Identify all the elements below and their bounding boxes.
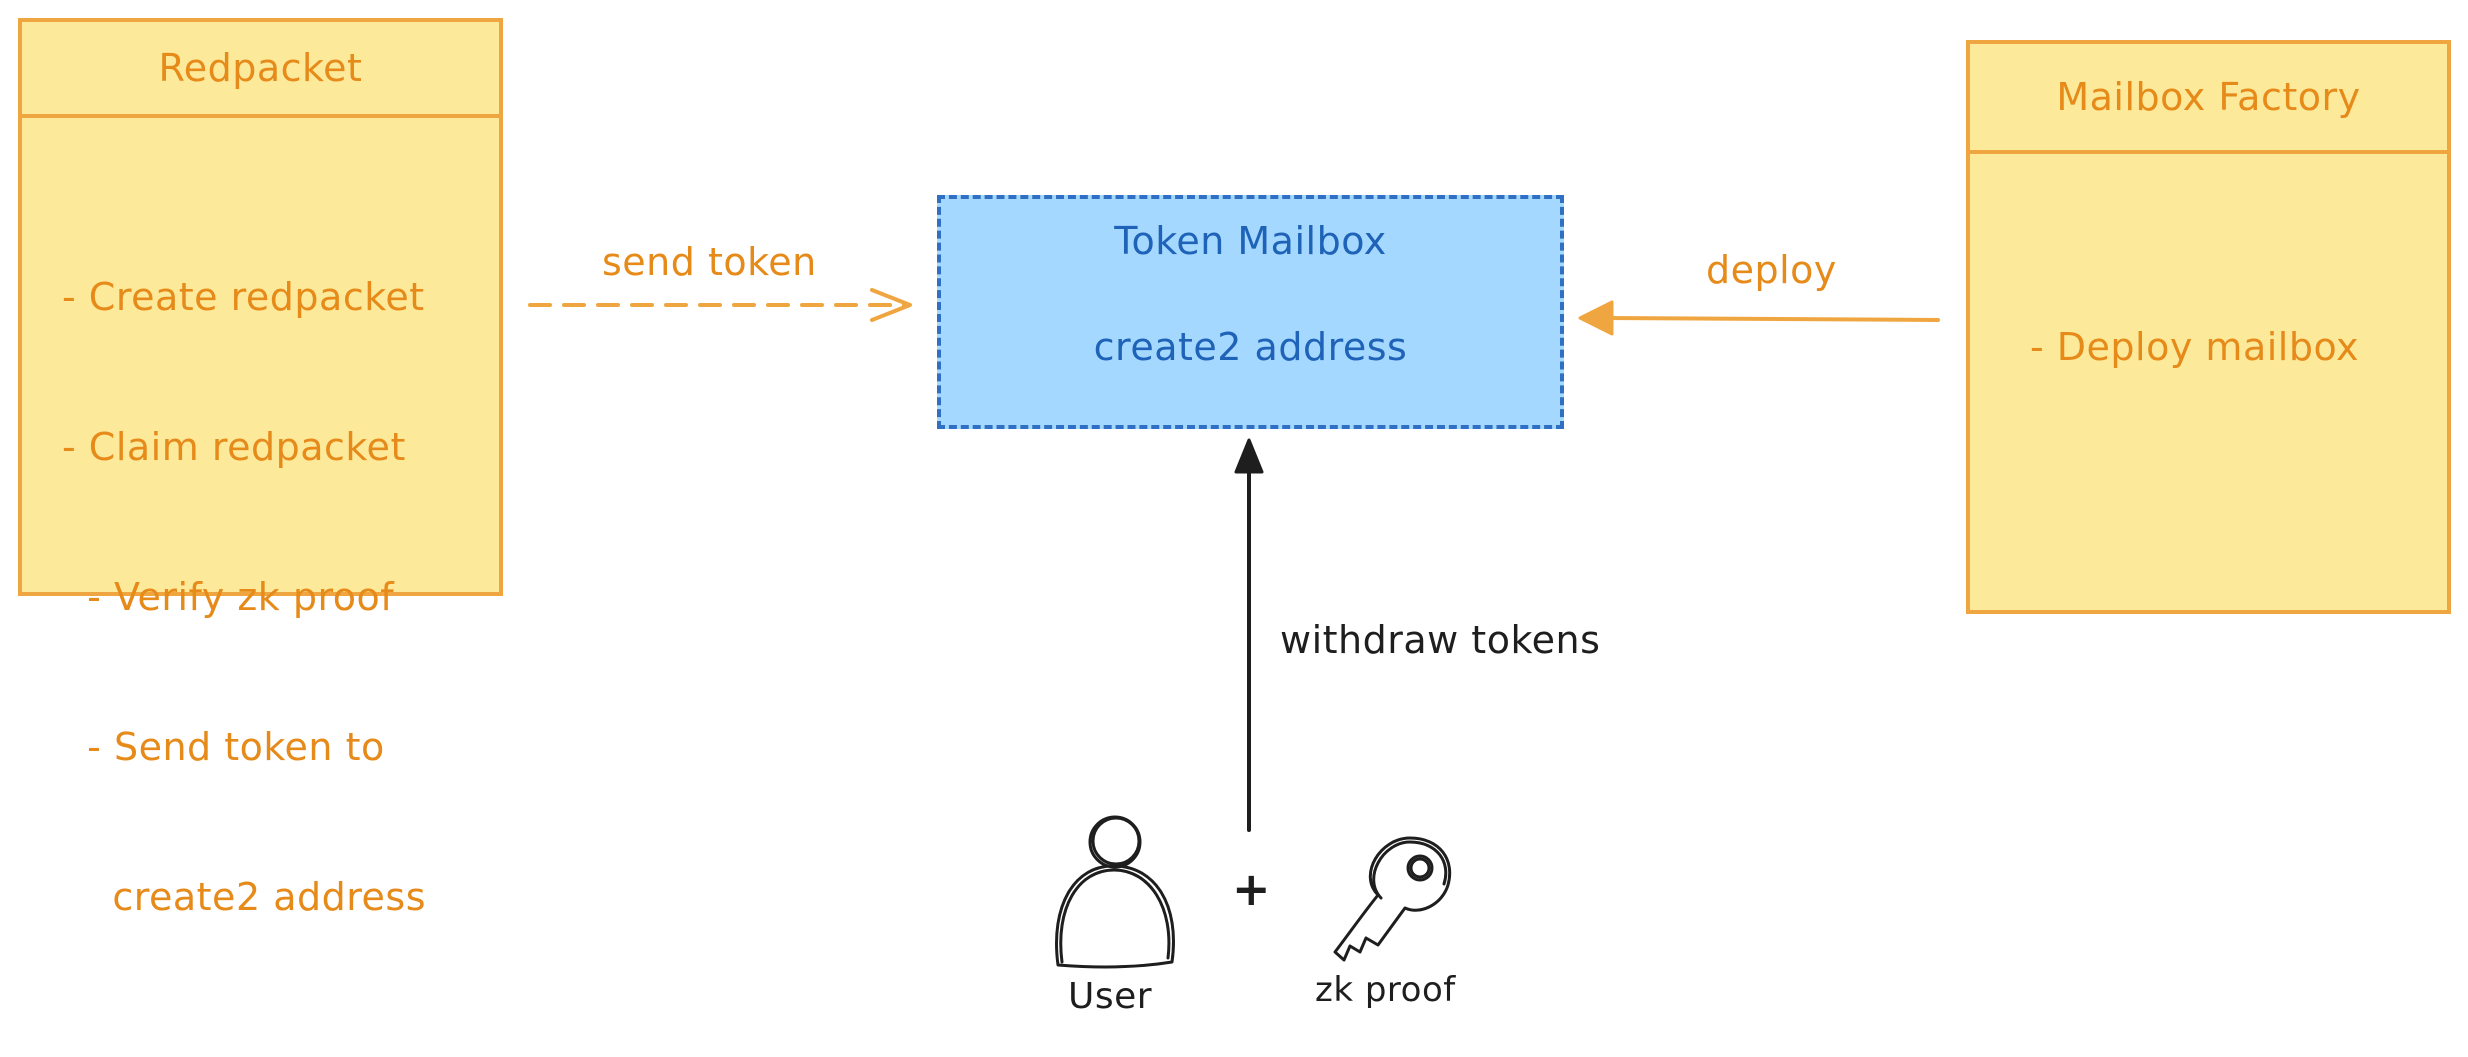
token-mailbox-box: Token Mailbox create2 address [937, 195, 1564, 429]
withdraw-arrow [1234, 438, 1264, 832]
mailbox-factory-title: Mailbox Factory [2056, 75, 2361, 119]
redpacket-item: - Verify zk proof [62, 575, 395, 619]
user-label: User [1068, 976, 1153, 1017]
redpacket-item: create2 address [62, 875, 426, 919]
deploy-arrow [1578, 300, 1940, 336]
redpacket-item: - Claim redpacket [62, 425, 406, 469]
redpacket-list: - Create redpacket - Claim redpacket - V… [62, 172, 426, 1022]
redpacket-box: Redpacket - Create redpacket - Claim red… [18, 18, 503, 919]
redpacket-title: Redpacket [158, 46, 363, 90]
deploy-label: deploy [1706, 248, 1837, 292]
redpacket-item: - Send token to [62, 725, 385, 769]
token-mailbox-title: Token Mailbox [1114, 219, 1387, 263]
plus-sign: + [1232, 862, 1272, 916]
token-mailbox-subtitle: create2 address [1093, 325, 1408, 369]
mailbox-factory-item: - Deploy mailbox [2030, 325, 2360, 369]
redpacket-header: Redpacket [22, 22, 499, 118]
send-token-arrow [528, 288, 912, 322]
mailbox-factory-box: Mailbox Factory - Deploy mailbox [1966, 40, 2451, 614]
withdraw-tokens-label: withdraw tokens [1280, 618, 1601, 662]
zk-proof-label: zk proof [1315, 970, 1456, 1010]
mailbox-factory-header: Mailbox Factory [1970, 44, 2447, 154]
redpacket-item: - Create redpacket [62, 275, 425, 319]
send-token-label: send token [602, 240, 817, 284]
mailbox-factory-list: - Deploy mailbox [2030, 222, 2359, 472]
